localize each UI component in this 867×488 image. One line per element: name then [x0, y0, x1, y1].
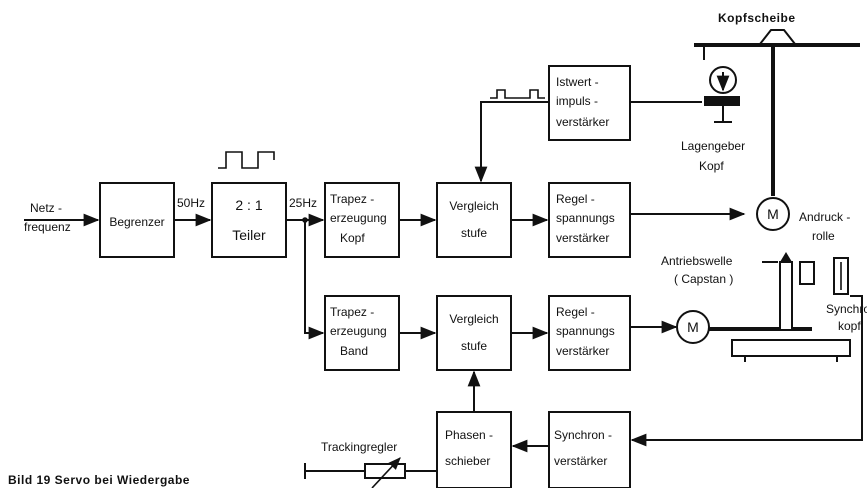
kopfscheibe-head	[757, 29, 798, 45]
synchronkopf-line2: kopf	[838, 319, 861, 333]
antrieb-line1: Antriebswelle	[661, 254, 733, 268]
phasen-line2: schieber	[445, 454, 490, 468]
netz-label-2: frequenz	[24, 220, 71, 234]
trapez-kopf-line3: Kopf	[340, 231, 365, 245]
block-vergleich-1: Vergleich stufe	[436, 182, 512, 258]
potentiometer	[364, 463, 406, 479]
pulse-waveform	[490, 89, 545, 99]
antriebswelle	[779, 261, 793, 331]
andruckrolle	[799, 261, 815, 285]
antriebswelle-tip	[780, 252, 792, 262]
block-regel-1: Regel - spannungs verstärker	[548, 182, 631, 258]
square-waveform	[218, 151, 275, 169]
andruck-line1: Andruck -	[799, 210, 850, 224]
motor-kopf-label: M	[767, 206, 779, 222]
block-phasenschieber: Phasen - schieber	[436, 411, 512, 488]
regel-1-line1: Regel -	[556, 192, 595, 206]
tracking-label: Trackingregler	[321, 440, 397, 454]
block-regel-2: Regel - spannungs verstärker	[548, 295, 631, 371]
synchron-verst-line2: verstärker	[554, 454, 607, 468]
potentiometer-arrow	[371, 457, 401, 488]
trapez-band-line2: erzeugung	[330, 324, 387, 338]
lagengeber-line1: Lagengeber	[681, 139, 745, 153]
block-begrenzer-label: Begrenzer	[109, 215, 164, 229]
regel-2-line3: verstärker	[556, 344, 609, 358]
regel-2-line2: spannungs	[556, 324, 615, 338]
trapez-kopf-line2: erzeugung	[330, 211, 387, 225]
trapez-band-line3: Band	[340, 344, 368, 358]
trapez-band-line1: Trapez -	[330, 305, 374, 319]
kopfscheibe-label: Kopfscheibe	[718, 11, 796, 25]
istwert-line2: impuls -	[556, 94, 598, 108]
block-istwert: Istwert - impuls - verstärker	[548, 65, 631, 141]
synchronkopf-line1: Synchron -	[826, 302, 867, 316]
block-vergleich-2: Vergleich stufe	[436, 295, 512, 371]
phasen-line1: Phasen -	[445, 428, 493, 442]
kopfscheibe-assembly: M	[694, 29, 860, 231]
block-synchron-verstaerker: Synchron - verstärker	[548, 411, 631, 488]
freq-25-label: 25Hz	[289, 196, 317, 210]
vergleich-1-line1: Vergleich	[449, 199, 498, 213]
block-begrenzer: Begrenzer	[99, 182, 175, 258]
teiler-label: Teiler	[232, 227, 266, 243]
freq-50-label: 50Hz	[177, 196, 205, 210]
vergleich-2-line2: stufe	[461, 339, 487, 353]
antrieb-line2: ( Capstan )	[674, 272, 733, 286]
capstan-base	[731, 339, 851, 357]
vergleich-2-line1: Vergleich	[449, 312, 498, 326]
regel-1-line3: verstärker	[556, 231, 609, 245]
motor-kopf	[756, 197, 790, 231]
lagengeber-line2: Kopf	[699, 159, 724, 173]
regel-2-line1: Regel -	[556, 305, 595, 319]
capstan-assembly: M	[676, 252, 851, 362]
regel-1-line2: spannungs	[556, 211, 615, 225]
lagengeber-rotation	[709, 66, 737, 94]
wire-synchronkopf-verstaerker	[630, 295, 863, 447]
tracking-regulator	[304, 457, 437, 488]
lagengeber-kopf	[704, 96, 740, 106]
trapez-kopf-line1: Trapez -	[330, 192, 374, 206]
andruck-line2: rolle	[812, 229, 835, 243]
block-teiler: 2 : 1 Teiler	[211, 182, 287, 258]
block-trapez-band: Trapez - erzeugung Band	[324, 295, 400, 371]
wire-split-trapez-band	[304, 220, 325, 340]
wire-istwert-vergleich1	[474, 101, 549, 183]
figure-caption: Bild 19 Servo bei Wiedergabe	[8, 473, 190, 487]
synchron-verst-line1: Synchron -	[554, 428, 612, 442]
istwert-line3: verstärker	[556, 115, 609, 129]
teiler-ratio: 2 : 1	[235, 197, 262, 213]
istwert-line1: Istwert -	[556, 75, 599, 89]
netz-label-1: Netz -	[30, 201, 62, 215]
vergleich-1-line2: stufe	[461, 226, 487, 240]
motor-band-label: M	[687, 319, 699, 335]
block-trapez-kopf: Trapez - erzeugung Kopf	[324, 182, 400, 258]
